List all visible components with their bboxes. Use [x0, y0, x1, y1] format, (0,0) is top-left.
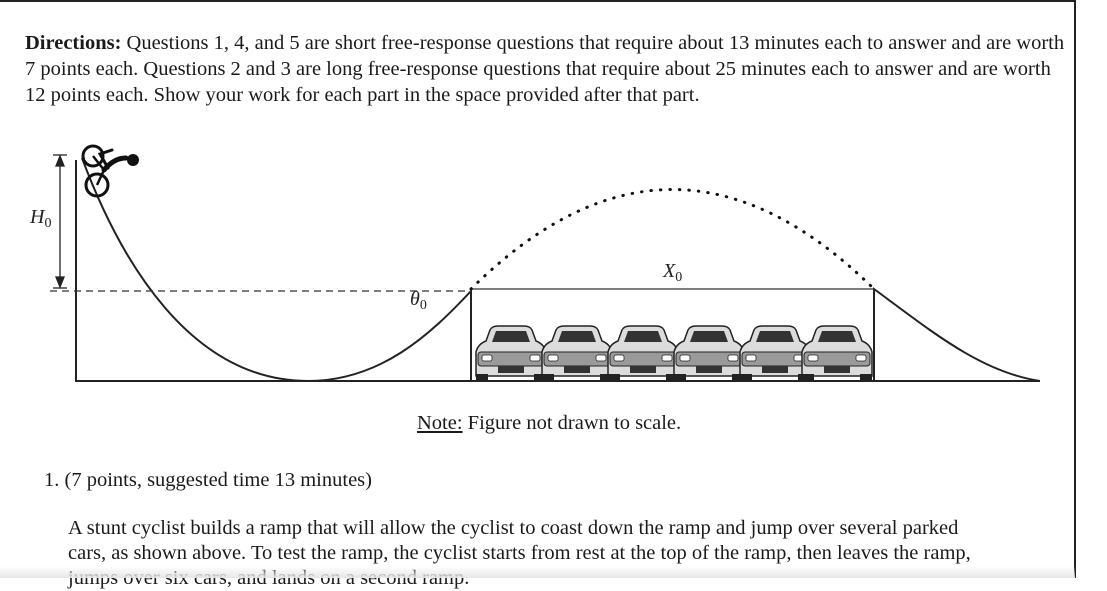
- height-dimension-arrow: [53, 154, 67, 289]
- directions-paragraph: Directions: Questions 1, 4, and 5 are sh…: [25, 30, 1065, 108]
- question-line: A stunt cyclist builds a ramp that will …: [68, 517, 959, 539]
- trajectory-dotted-arc: [469, 188, 876, 291]
- question-header: 1. (7 points, suggested time 13 minutes): [44, 469, 372, 491]
- question-line: cars, as shown above. To test the ramp, …: [68, 542, 971, 564]
- page-right-border: [1074, 0, 1076, 578]
- distance-label: X0: [662, 260, 682, 285]
- directions-text: Questions 1, 4, and 5 are short free-res…: [25, 32, 1065, 106]
- car-icon: [739, 325, 811, 380]
- directions-label: Directions:: [25, 32, 122, 54]
- bottom-edge-shadow: [0, 566, 1075, 578]
- ramp-outline: [75, 157, 1041, 383]
- parked-cars: [475, 325, 873, 380]
- note-label: Note:: [417, 412, 463, 434]
- figure-note: Note: Figure not drawn to scale.: [417, 410, 681, 436]
- height-label: H0: [29, 206, 51, 231]
- car-icon: [541, 325, 613, 380]
- angle-label: θ0: [410, 288, 427, 313]
- note-text: Figure not drawn to scale.: [462, 412, 682, 434]
- car-icon: [801, 325, 873, 380]
- page-top-border: [0, 0, 1075, 2]
- question-text: A stunt cyclist builds a ramp that will …: [68, 516, 1058, 591]
- car-icon: [673, 325, 745, 380]
- car-icon: [475, 325, 547, 380]
- cyclist-icon: [81, 144, 139, 198]
- car-icon: [607, 325, 679, 380]
- ramp-figure: H0 θ0 X0: [29, 144, 1041, 383]
